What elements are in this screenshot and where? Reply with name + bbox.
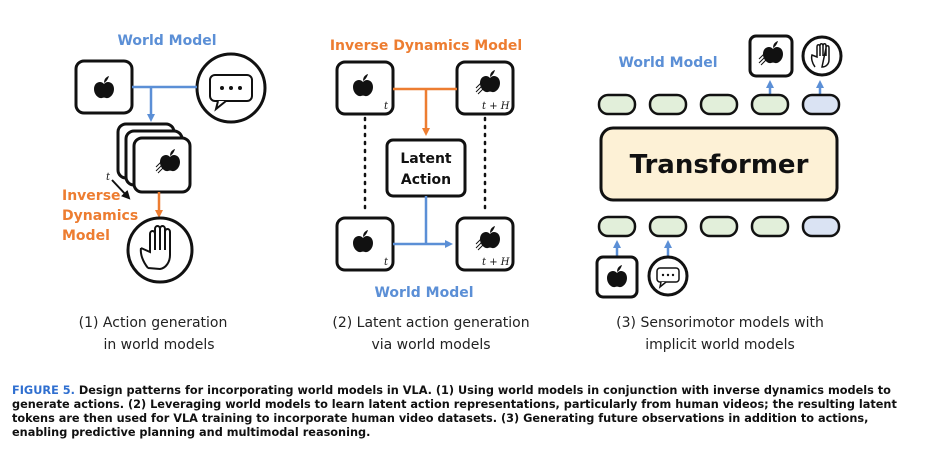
chat-bubble-icon <box>647 255 689 297</box>
chat-bubble-icon <box>195 52 267 124</box>
p2-caption-1: (2) Latent action generation <box>332 315 529 331</box>
p2-caption-2: via world models <box>371 337 490 353</box>
p1-world-model-label: World Model <box>117 33 216 49</box>
latent-action-label-2: Action <box>401 172 451 188</box>
p1-t-label: t <box>106 172 111 183</box>
p2-tH-label-bottom: t + H <box>482 257 510 268</box>
p1-time-arrow <box>111 179 131 200</box>
transformer-block <box>599 126 839 202</box>
p3-output-tokens <box>597 93 841 116</box>
p1-idm-label-3: Model <box>62 228 110 244</box>
p2-t-label-top: t <box>384 101 389 112</box>
figure-caption-text: Design patterns for incorporating world … <box>12 384 897 439</box>
p1-caption-2: in world models <box>103 337 214 353</box>
figure-caption: FIGURE 5. Design patterns for incorporat… <box>12 384 917 440</box>
p1-caption-1: (1) Action generation <box>79 315 228 331</box>
p3-world-model-label: World Model <box>618 55 717 71</box>
p2-idm-label: Inverse Dynamics Model <box>330 38 522 54</box>
latent-action-label-1: Latent <box>400 151 452 167</box>
transformer-label: Transformer <box>630 150 809 180</box>
diagram-canvas: World Model t Inverse Dynamics Model (1)… <box>62 33 843 353</box>
p1-future-frames-stack <box>116 122 192 194</box>
p3-caption-2: implicit world models <box>645 337 795 353</box>
p3-caption-1: (3) Sensorimotor models with <box>616 315 824 331</box>
figure-label: FIGURE 5. <box>12 384 75 397</box>
p2-t-label-bottom: t <box>384 257 389 268</box>
hand-icon <box>801 35 843 77</box>
hand-icon <box>126 216 194 284</box>
p1-idm-label-2: Dynamics <box>62 208 138 224</box>
p3-input-tokens <box>597 215 841 238</box>
p2-tH-label-top: t + H <box>482 101 510 112</box>
p1-idm-label-1: Inverse <box>62 188 121 204</box>
p2-world-model-label: World Model <box>374 285 473 301</box>
